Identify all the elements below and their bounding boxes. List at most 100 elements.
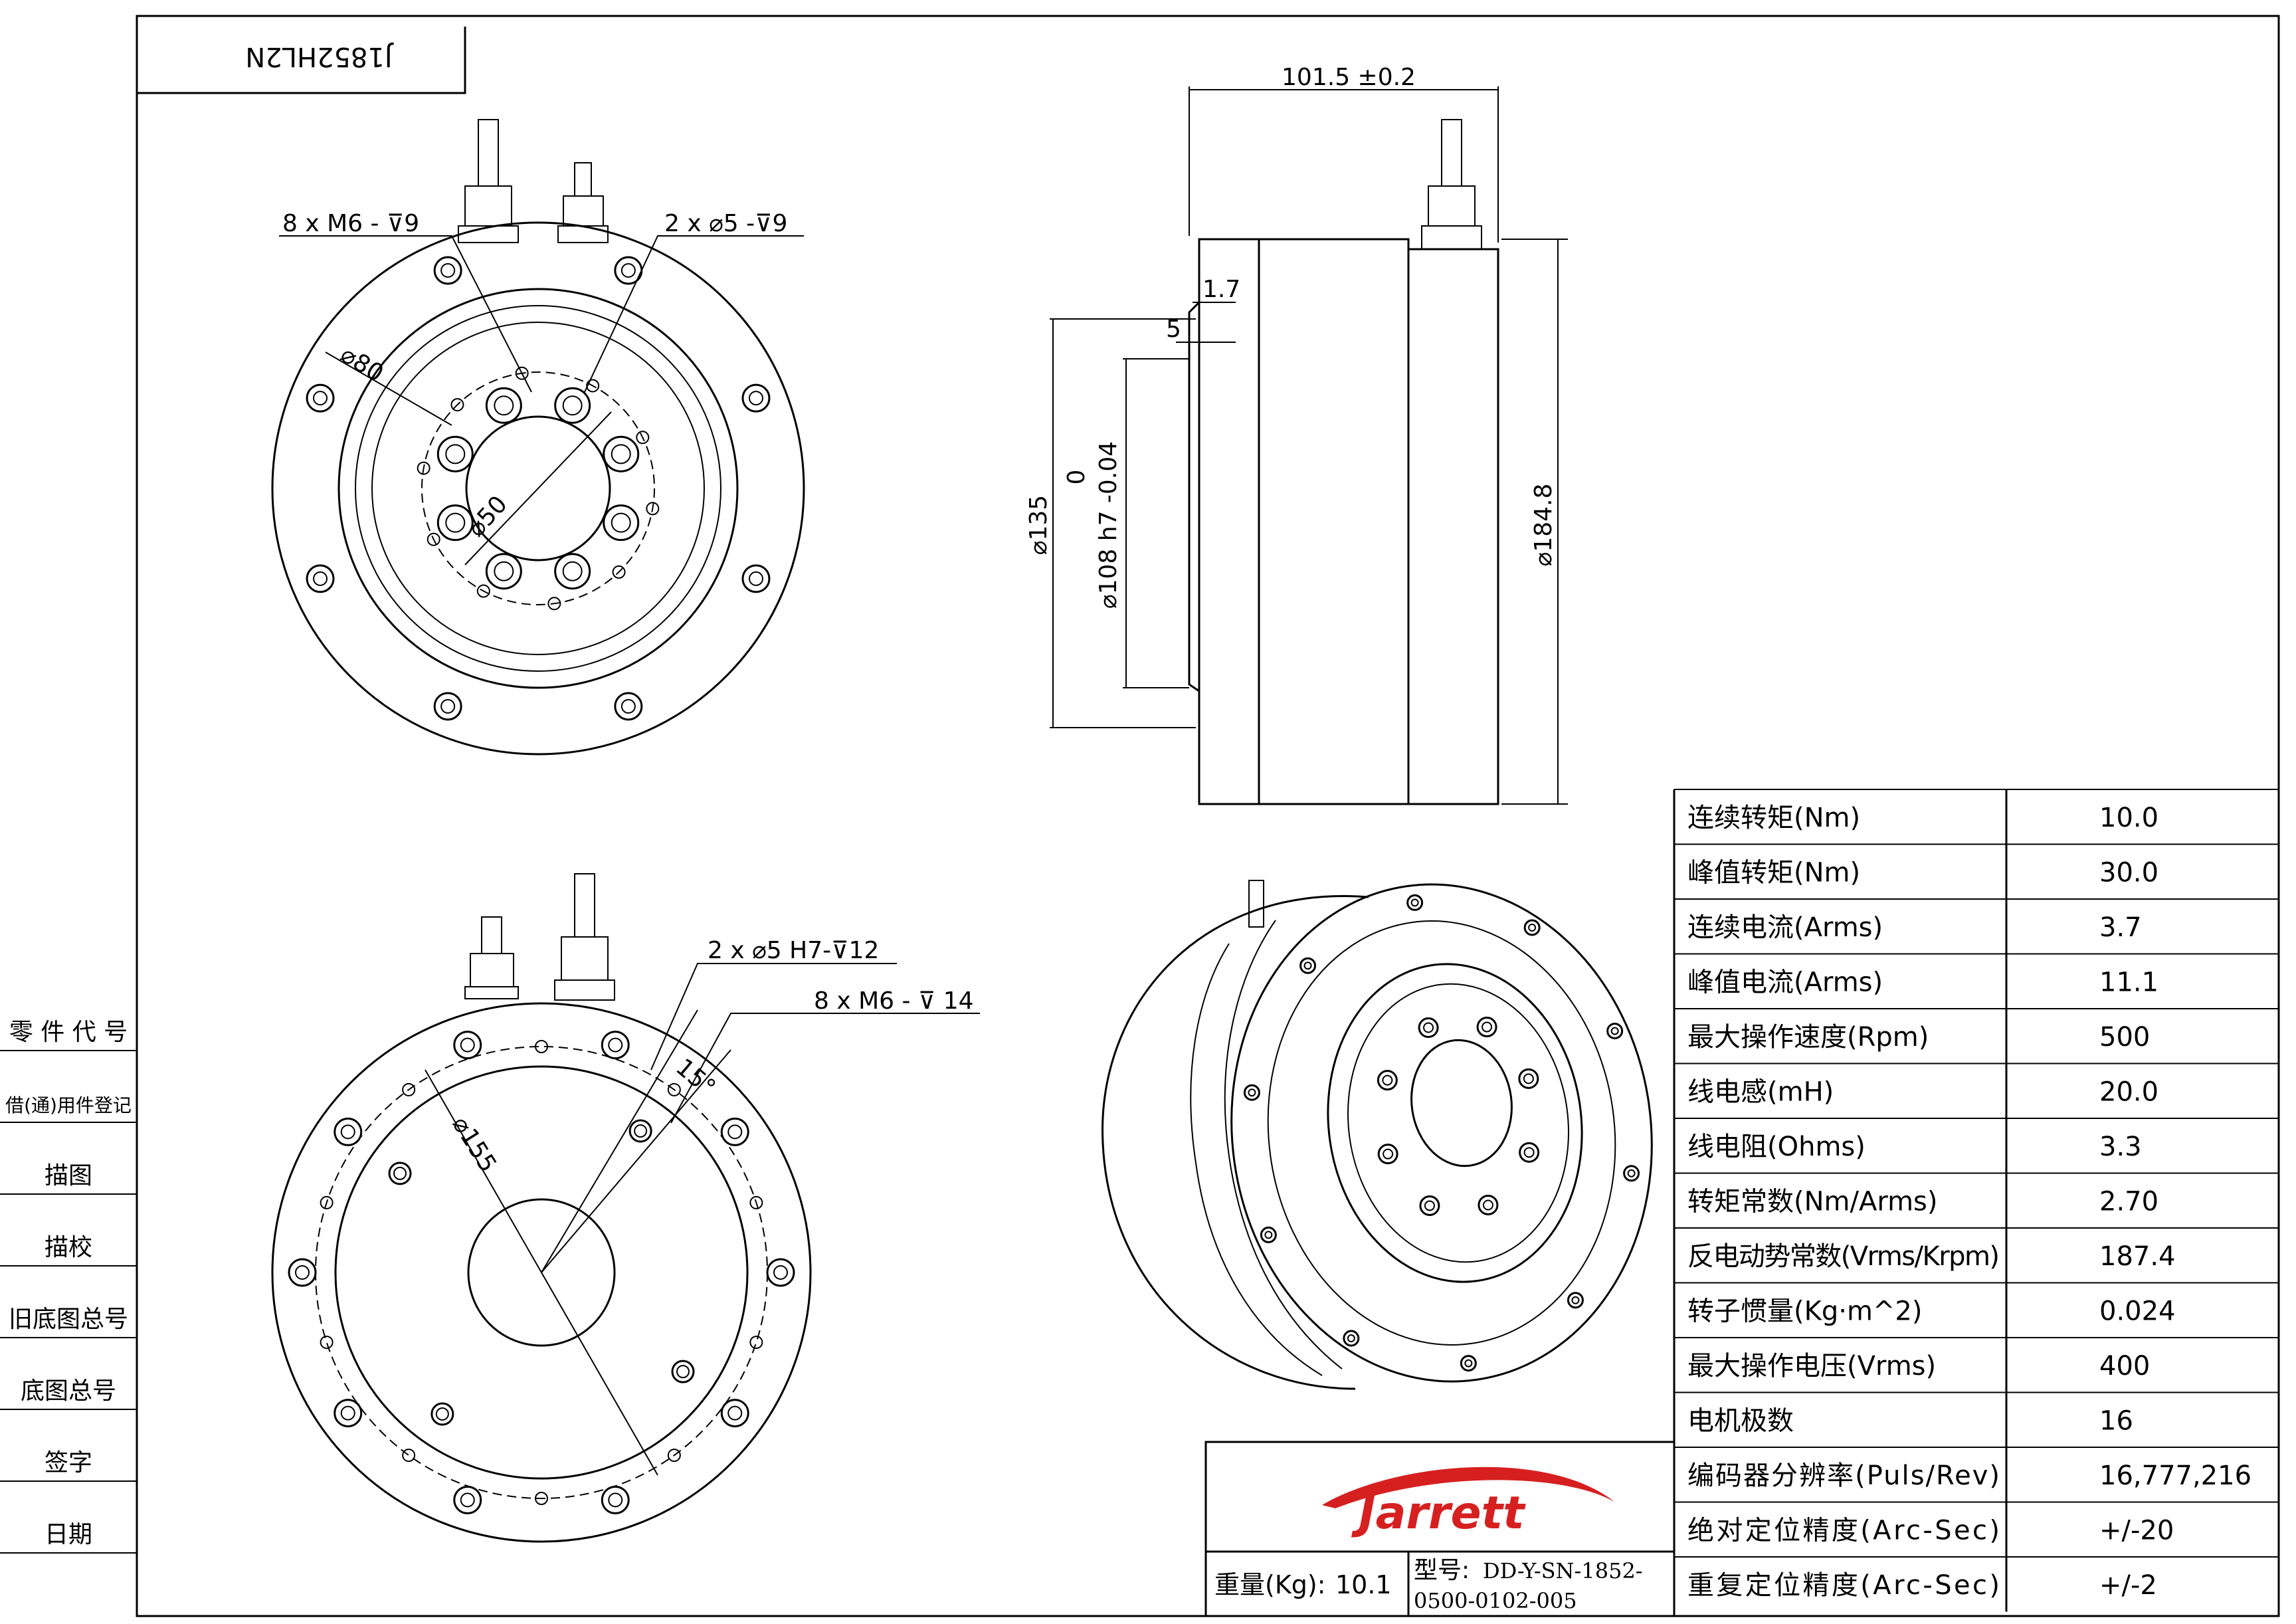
flange-hole-inner (460, 1037, 475, 1053)
thread-hole-inner (393, 1166, 407, 1180)
iso-flange-hole (1623, 1165, 1640, 1182)
iso-flange-hole (1523, 919, 1541, 936)
diameter-icon: ⌀ (745, 937, 767, 964)
flange-hole-inner (621, 698, 636, 714)
spec-label: 峰值转矩(Nm) (1687, 858, 1860, 888)
iso-flange-hole-inner (1571, 1296, 1580, 1304)
spec-label: 线电感(mH) (1687, 1077, 1834, 1108)
spec-value: 3.7 (2099, 912, 2142, 943)
depth-icon: ⊽ (755, 210, 772, 237)
iso-flange-hole-inner (1248, 1088, 1256, 1097)
flange-hole (741, 564, 771, 593)
flange-hole (334, 1399, 363, 1428)
front-cable-gland-right (557, 162, 609, 243)
thread-hole (430, 1402, 454, 1426)
spec-label: 绝对定位精度(Arc-Sec) (1687, 1516, 2000, 1546)
side-step-a: 1.7 (1202, 276, 1240, 303)
iso-thread-hole (1476, 1017, 1497, 1038)
flange-hole (614, 692, 643, 721)
thread-hole-inner (445, 512, 466, 533)
thread-hole-inner (562, 561, 583, 581)
small-hole (636, 431, 650, 445)
flange-hole (720, 1399, 749, 1428)
thread-hole-inner (445, 444, 466, 464)
thread-hole (603, 504, 640, 542)
spec-value: 187.4 (2099, 1241, 2176, 1272)
rear-thread-holes (388, 1119, 695, 1426)
depth-icon: ⊽ (831, 937, 848, 964)
spec-label: 转子惯量(Kg·m^2) (1687, 1296, 1922, 1327)
iso-flange-hole (1299, 957, 1317, 974)
iso-cable (1248, 880, 1264, 928)
iso-thread-hole-inner (1382, 1074, 1393, 1086)
side-step-b: 5 (1166, 316, 1181, 343)
spec-value: 16 (2099, 1406, 2133, 1437)
iso-flange-hole-inner (1410, 898, 1419, 907)
flange-hole (433, 692, 462, 721)
flange-hole (601, 1485, 630, 1514)
front-note-left: 8 x M6 - ⊽9 (282, 210, 419, 237)
iso-flange-hole (1343, 1330, 1360, 1347)
spec-value: 11.1 (2099, 967, 2158, 998)
iso-thread-hole-inner (1523, 1073, 1534, 1084)
iso-thread-hole (1478, 1194, 1499, 1215)
spec-label: 连续电流(Arms) (1687, 912, 1883, 943)
thread-hole (485, 387, 522, 424)
thread-hole (388, 1162, 412, 1185)
iso-thread-hole-inner (1424, 1200, 1435, 1211)
depth-icon: ⊽ (379, 210, 405, 237)
flange-hole-inner (773, 1265, 788, 1280)
diameter-icon: ⌀ (1530, 552, 1557, 567)
thread-hole-inner (494, 395, 514, 416)
left-strip-label: 描校 (45, 1234, 92, 1261)
small-hole (612, 565, 626, 579)
rear-cable-gland-right (554, 873, 615, 1001)
spec-value: 30.0 (2099, 858, 2158, 888)
small-hole (749, 1336, 763, 1350)
iso-flange-hole-inner (1303, 962, 1312, 970)
iso-flange-hole-inner (1347, 1334, 1355, 1343)
thread-hole (554, 553, 591, 590)
flange-hole-inner (608, 1037, 623, 1053)
small-hole (586, 379, 600, 393)
thread-hole (671, 1360, 695, 1383)
iso-rotor (1327, 963, 1583, 1283)
spec-label: 最大操作电压(Vrms) (1687, 1351, 1936, 1381)
flange-hole-inner (313, 571, 328, 586)
front-view: 8 x M6 - ⊽9 2 x ⌀5 -⊽9 ⌀80 ⌀50 (271, 119, 805, 756)
flange-hole-inner (440, 263, 456, 278)
spec-label: 电机极数 (1687, 1406, 1794, 1437)
thread-hole-inner (676, 1365, 690, 1379)
diameter-icon: ⌀ (702, 210, 723, 237)
side-dia-135: ⌀135 (1025, 495, 1052, 555)
model-label: 型号: (1414, 1557, 1470, 1584)
left-strip-label: 旧底图总号 (9, 1306, 128, 1333)
rear-outer-flange (271, 1002, 812, 1543)
logo-text: Jarrett (1351, 1487, 1526, 1540)
diameter-icon: ⌀ (1025, 541, 1052, 556)
side-tol-upper: 0 (1063, 470, 1090, 485)
iso-flange-hole (1606, 1023, 1624, 1040)
small-hole (646, 502, 660, 516)
front-outer-flange (271, 221, 805, 756)
spec-value: 0.024 (2099, 1296, 2176, 1327)
spec-label: 连续转矩(Nm) (1687, 803, 1860, 833)
spec-label: 编码器分辨率(Puls/Rev) (1687, 1461, 2000, 1491)
front-note-right: 2 x ⌀5 -⊽9 (664, 210, 787, 237)
front-dia-50: ⌀50 (462, 490, 513, 542)
rear-cable-gland-left (464, 916, 519, 999)
front-dia-80: ⌀80 (335, 341, 388, 388)
thread-hole (485, 553, 522, 590)
spec-label: 反电动势常数(Vrms/Krpm) (1687, 1241, 2000, 1272)
front-flange-holes (306, 256, 771, 721)
iso-flange-hole (1460, 1355, 1477, 1372)
spec-label: 线电阻(Ohms) (1687, 1132, 1866, 1162)
rear-flange-holes (288, 1031, 795, 1514)
iso-thread-hole (1377, 1144, 1398, 1165)
front-bolt-circle (421, 371, 655, 605)
iso-thread-hole-inner (1482, 1021, 1493, 1033)
left-strip-label: 日期 (45, 1521, 92, 1548)
left-strip-label: 描图 (45, 1162, 92, 1189)
flange-hole-inner (727, 1124, 743, 1140)
